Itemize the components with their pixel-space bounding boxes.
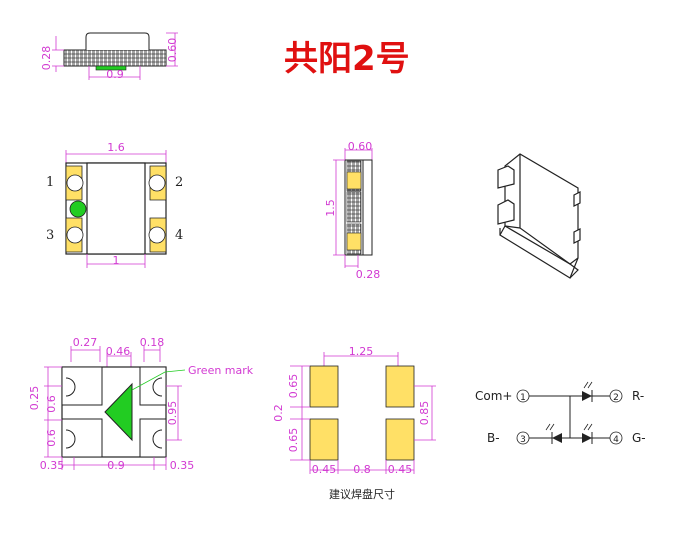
side-total-height-dim: 0.60 xyxy=(166,38,179,63)
footprint-caption: 建议焊盘尺寸 xyxy=(329,487,395,501)
bottom-dim-right: 0.95 xyxy=(166,401,179,426)
lens-width-dim: 1 xyxy=(113,254,120,267)
footprint-right-dim: 0.85 xyxy=(418,401,431,426)
footprint-bottom-3: 0.45 xyxy=(388,463,413,476)
footprint-top-width: 1.25 xyxy=(349,345,374,358)
footprint-pad-3 xyxy=(309,418,339,461)
b-label: B- xyxy=(487,431,500,445)
footprint-pad-4 xyxy=(385,418,415,461)
page-title: 共阳2号 xyxy=(284,39,410,79)
footprint-pad-1 xyxy=(309,365,339,408)
bottom-view: 0.27 0.46 0.18 Green mark 0.25 0.6 0.6 0… xyxy=(28,336,254,472)
pin-2-label: 2 xyxy=(175,175,183,190)
bottom-dim-bottom-1: 0.35 xyxy=(40,459,65,472)
g-pin-number: 4 xyxy=(613,435,619,445)
side-height-dim: 0.28 xyxy=(40,46,53,71)
r-pin-number: 2 xyxy=(613,393,619,403)
isometric-view xyxy=(497,153,581,279)
com-pin-number: 1 xyxy=(520,393,526,403)
green-mark-label: Green mark xyxy=(188,364,254,377)
side-view-lens xyxy=(85,32,150,50)
bottom-dim-left-2: 0.6 xyxy=(45,395,58,413)
side-view-leads xyxy=(63,49,167,67)
end-width-dim: 0.60 xyxy=(348,140,373,153)
end-lead-dim: 0.28 xyxy=(356,268,381,281)
pin-4-label: 4 xyxy=(175,228,183,243)
bottom-dim-top-3: 0.18 xyxy=(140,336,165,349)
top-width-dim: 1.6 xyxy=(107,141,125,154)
r-label: R- xyxy=(632,389,644,403)
bottom-dim-bottom-3: 0.35 xyxy=(170,459,195,472)
footprint-bottom-1: 0.45 xyxy=(312,463,337,476)
end-length-dim: 1.5 xyxy=(324,199,337,217)
top-view: 1.6 1 1 2 3 4 xyxy=(46,141,183,268)
com-label: Com+ xyxy=(475,389,512,403)
pin-1-label: 1 xyxy=(46,175,54,190)
green-dot-marker xyxy=(69,200,87,218)
footprint-left-3: 0.65 xyxy=(287,428,300,453)
footprint-pad-2 xyxy=(385,365,415,408)
schematic: Com+ 1 2 R- B- 3 4 G- xyxy=(475,381,646,445)
bottom-dim-top-1: 0.27 xyxy=(73,336,98,349)
footprint-left-2: 0.2 xyxy=(272,404,285,422)
bottom-dim-bottom-2: 0.9 xyxy=(107,459,125,472)
end-view: 0.60 1.5 0.28 xyxy=(324,140,380,281)
pin-3-label: 3 xyxy=(46,228,54,243)
top-view-lens xyxy=(86,162,146,255)
green-mark-triangle xyxy=(104,382,133,442)
g-label: G- xyxy=(632,431,646,445)
side-width-dim: 0.9 xyxy=(106,68,124,81)
footprint-bottom-2: 0.8 xyxy=(353,463,371,476)
bottom-dim-left-3: 0.6 xyxy=(45,429,58,447)
footprint-left-1: 0.65 xyxy=(287,374,300,399)
bottom-dim-left-1: 0.25 xyxy=(28,386,41,411)
footprint-view: 1.25 0.65 0.2 0.65 0.85 0.45 0.8 0.45 建议… xyxy=(272,345,436,501)
side-view-marker xyxy=(95,65,127,71)
bottom-dim-top-2: 0.46 xyxy=(106,345,131,358)
side-view: 0.28 0.60 0.9 xyxy=(40,32,179,81)
b-pin-number: 3 xyxy=(520,435,526,445)
